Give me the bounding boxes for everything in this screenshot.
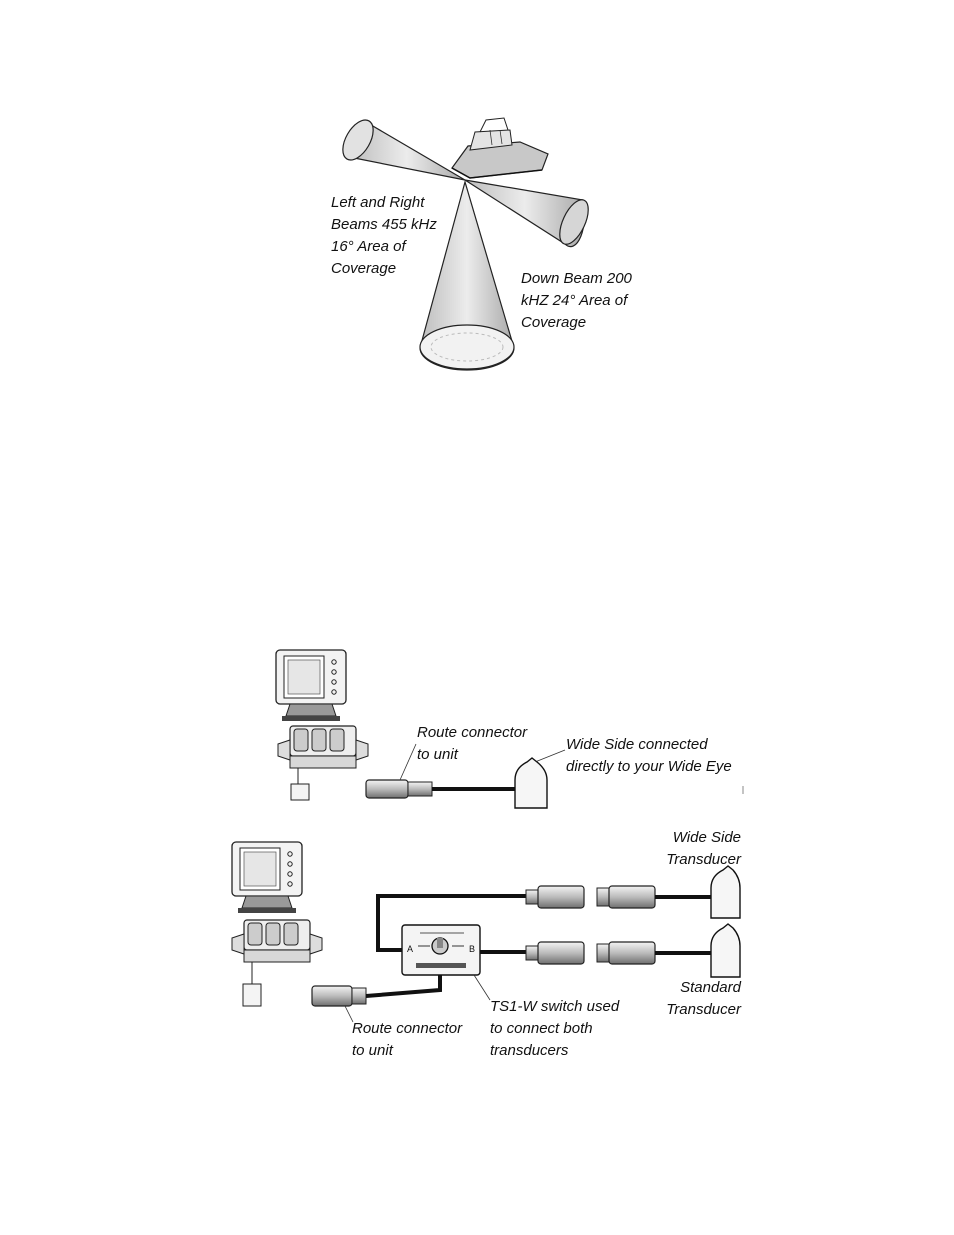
label-line: Route connector	[352, 1020, 463, 1037]
label-line: Transducer	[666, 1001, 741, 1018]
label-line: Transducer	[666, 851, 741, 868]
transducer-icon	[710, 865, 741, 919]
label-line: to unit	[352, 1042, 393, 1059]
connector-icon	[596, 941, 656, 965]
label-line: TS1-W switch used	[490, 998, 620, 1015]
label-line: Coverage	[521, 314, 587, 331]
right-beam-cone	[464, 179, 589, 248]
route-connector-label: Route connector to unit	[417, 722, 527, 766]
label-line: directly to your Wide Eye	[566, 758, 732, 775]
direct-figure	[275, 649, 744, 809]
connector-icon	[525, 885, 585, 909]
label-line: kHZ 24° Area of	[521, 292, 628, 309]
mounting-bracket-icon	[231, 919, 323, 1007]
connector-icon	[365, 779, 433, 799]
leader-line	[534, 749, 566, 763]
route-connector-label: Route connector to unit	[352, 1018, 462, 1062]
wide-side-transducer-label: Wide Side Transducer	[666, 827, 741, 871]
label-line: Standard	[680, 979, 741, 996]
switch-figure: A B	[231, 841, 741, 1023]
cable	[365, 972, 442, 998]
beam-figure	[342, 117, 589, 371]
leader-line	[473, 974, 491, 1001]
fishfinder-unit-icon	[231, 841, 303, 913]
lr-beams-label: Left and Right Beams 455 kHz 16° Area of…	[331, 192, 437, 280]
transducer-icon	[514, 757, 548, 809]
left-beam-cone	[342, 119, 466, 181]
label-line: Wide Side	[672, 829, 741, 846]
mounting-bracket-icon	[277, 725, 369, 801]
label-line: 16° Area of	[331, 238, 406, 255]
cable	[376, 894, 526, 952]
down-beam-label: Down Beam 200 kHZ 24° Area of Coverage	[521, 268, 632, 334]
transducer-icon	[710, 923, 741, 978]
label-line: to unit	[417, 746, 458, 763]
switch-box-icon: A B	[401, 924, 481, 976]
leader-line	[344, 1005, 354, 1023]
switch-port-a: A	[407, 944, 413, 954]
leader-line	[399, 743, 417, 781]
down-beam-cone	[419, 179, 515, 371]
wide-side-direct-label: Wide Side connected directly to your Wid…	[566, 734, 732, 778]
label-line: Route connector	[417, 724, 528, 741]
label-line: transducers	[490, 1042, 569, 1059]
label-line: Down Beam 200	[521, 270, 632, 287]
connector-icon	[596, 885, 656, 909]
boat-icon	[451, 117, 549, 179]
switch-label: TS1-W switch used to connect both transd…	[490, 996, 619, 1062]
standard-transducer-label: Standard Transducer	[666, 977, 741, 1021]
label-line: Left and Right	[331, 194, 425, 211]
label-line: to connect both	[490, 1020, 593, 1037]
label-line: Coverage	[331, 260, 397, 277]
connector-icon	[525, 941, 585, 965]
label-line: Wide Side connected	[566, 736, 708, 753]
fishfinder-unit-icon	[275, 649, 347, 721]
connector-icon	[311, 985, 367, 1007]
switch-port-b: B	[469, 944, 475, 954]
label-line: Beams 455 kHz	[331, 216, 437, 233]
